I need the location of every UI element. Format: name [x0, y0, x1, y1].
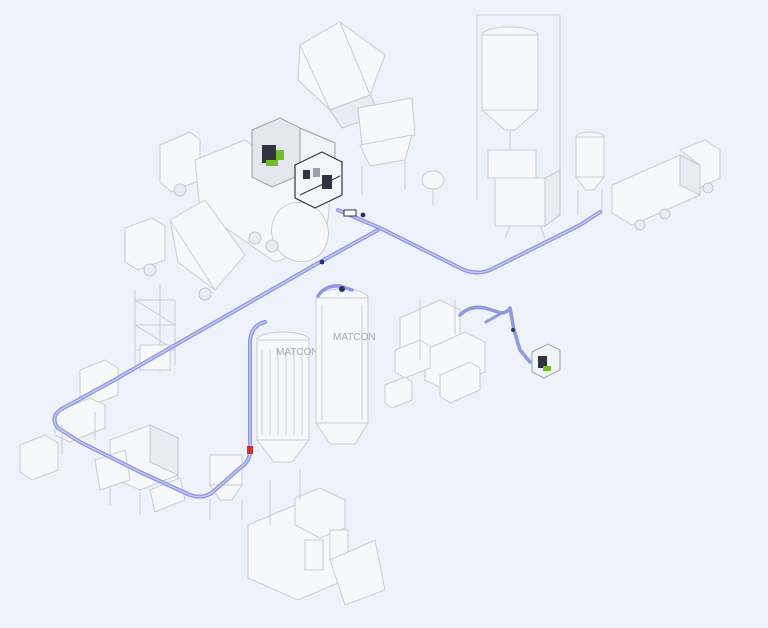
silo-front-label: MATCON [276, 347, 319, 358]
fitting-junction-icon [360, 212, 366, 218]
pipe-process-branch [458, 305, 532, 364]
pipe-trunk-right [336, 208, 602, 275]
filling-line-bottom [247, 470, 386, 606]
lattice-silo: MATCON [255, 331, 319, 463]
blower-motor-icon [262, 145, 276, 163]
diverter-valve-icon[interactable] [343, 209, 357, 217]
storage-silo-top [476, 14, 561, 200]
dump-truck [124, 199, 246, 301]
small-silo-right [574, 131, 606, 215]
silo-back-label: MATCON [333, 332, 376, 343]
matcon-silo: MATCON [315, 288, 376, 445]
weigh-hopper-station [421, 149, 561, 239]
compressor-package[interactable] [294, 151, 343, 209]
process-area-right [384, 299, 486, 409]
conveying-pipelines [52, 208, 602, 499]
filter-receiver [209, 454, 243, 520]
red-valve-icon[interactable] [247, 446, 253, 454]
blower-unit-right[interactable] [531, 343, 561, 379]
box-truck [611, 139, 721, 231]
fitting-branch-icon [319, 259, 325, 265]
pipeline-fittings [247, 209, 515, 454]
tipping-container-unloader [297, 21, 416, 195]
pipe-silo-inlet [316, 284, 354, 298]
